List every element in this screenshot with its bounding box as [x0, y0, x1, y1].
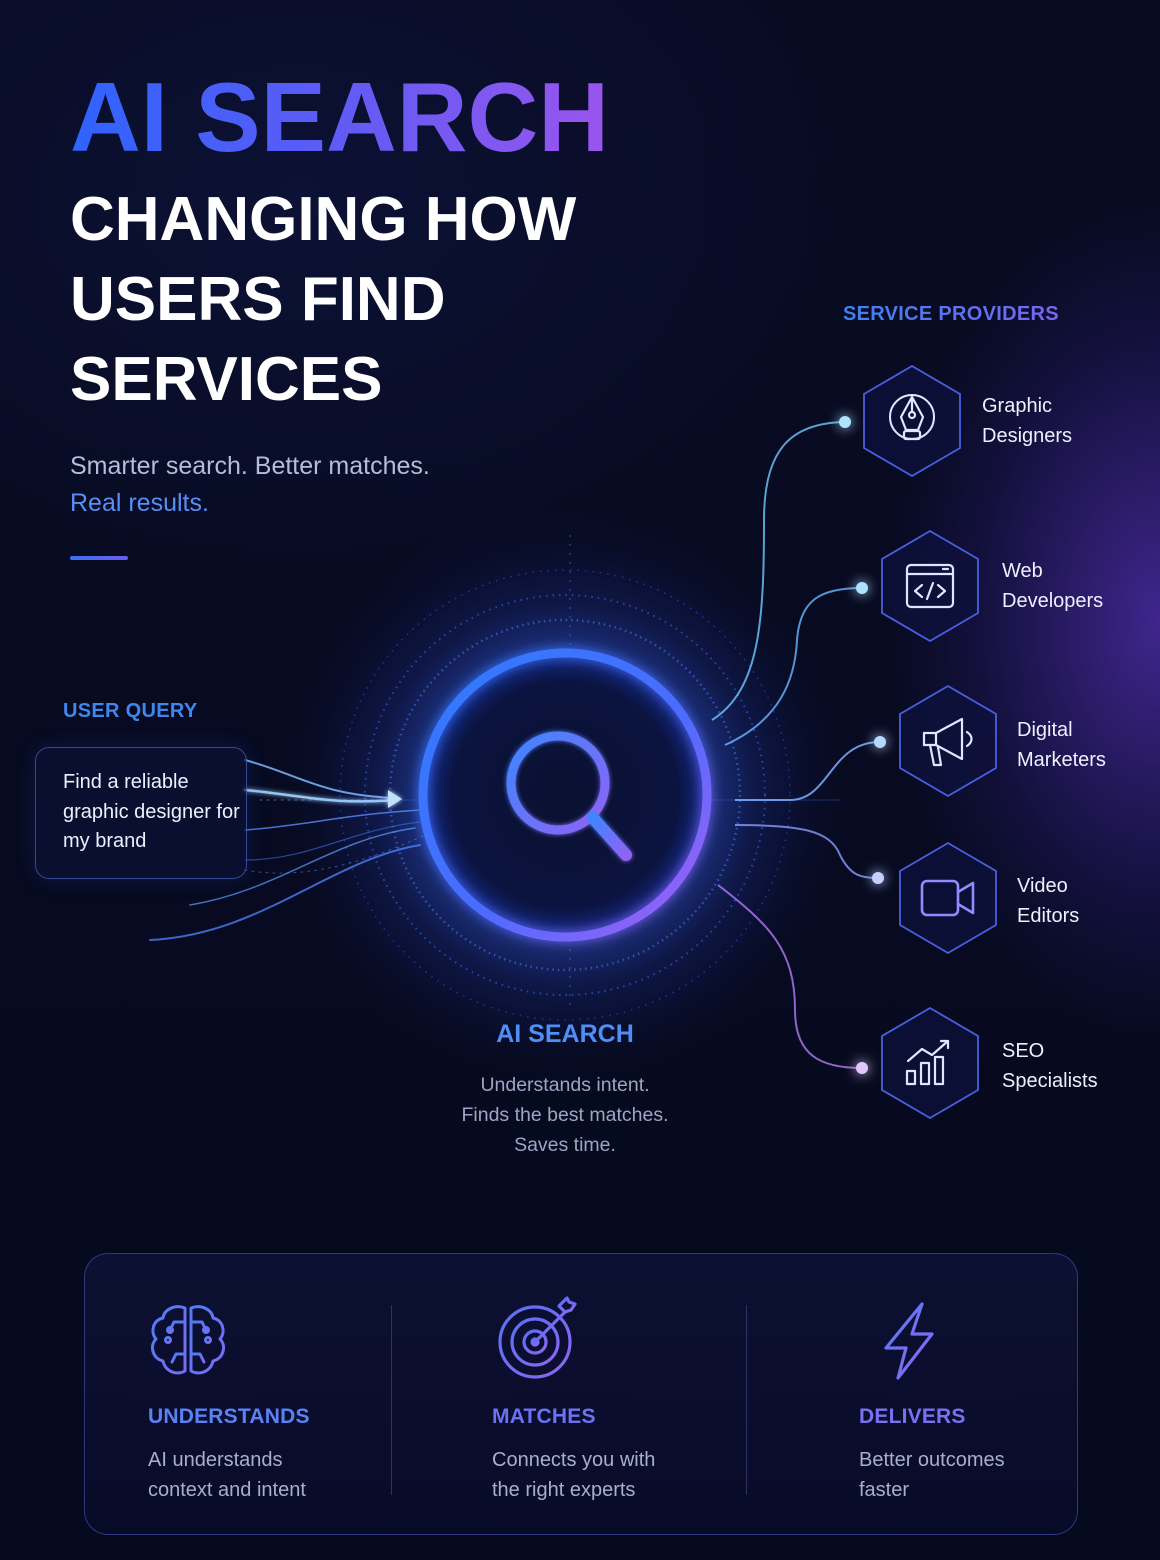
- query-streams: [149, 759, 426, 941]
- provider-name-line: SEO: [1002, 1040, 1045, 1062]
- ai-search-description: Understands intent. Finds the best match…: [400, 1070, 730, 1160]
- target-icon: [498, 1296, 577, 1379]
- dotted-ring-mid: [364, 594, 766, 996]
- hero-subtitle-line: SERVICES: [70, 345, 383, 414]
- provider-web-developers: Web Developers: [1002, 557, 1103, 616]
- node-dot: [839, 416, 851, 428]
- hero-subtitle: CHANGING HOW USERS FIND SERVICES: [70, 180, 576, 420]
- hero-title: AI SEARCH: [70, 62, 610, 172]
- dotted-ring-inner: [388, 618, 742, 972]
- feature-desc-line: AI understands: [148, 1449, 283, 1471]
- feature-desc-line: Better outcomes: [859, 1449, 1005, 1471]
- user-query-box: [35, 747, 247, 879]
- hexagon-video-editors: [899, 841, 997, 955]
- query-stream-line: [244, 809, 421, 831]
- pen-tool-icon: [889, 394, 935, 441]
- video-camera-icon: [920, 879, 975, 917]
- tagline-accent-line: Real results.: [70, 489, 209, 517]
- query-stream-dots: [244, 834, 426, 874]
- hexagon-web-developers: [881, 529, 979, 643]
- provider-video-editors: Video Editors: [1017, 872, 1079, 931]
- query-stream-line: [189, 827, 416, 906]
- tagline: Smarter search. Better matches. Real res…: [70, 448, 430, 522]
- hero-subtitle-line: CHANGING HOW: [70, 185, 577, 254]
- connection-nodes: [839, 416, 886, 1074]
- accent-divider: [70, 556, 128, 560]
- feature-divider: [391, 1305, 392, 1495]
- arrow-icon: [388, 790, 402, 808]
- growth-chart-icon: [905, 1039, 950, 1086]
- node-dot: [856, 1062, 868, 1074]
- provider-name-line: Specialists: [1002, 1069, 1098, 1092]
- feature-divider: [746, 1305, 747, 1495]
- connection-line-seo: [717, 884, 863, 1069]
- provider-name-line: Web: [1002, 560, 1043, 582]
- node-dot: [874, 736, 886, 748]
- query-stream-line: [149, 844, 421, 941]
- feature-title-delivers: DELIVERS: [859, 1405, 966, 1428]
- feature-desc-line: Connects you with: [492, 1449, 656, 1471]
- hero-subtitle-line: USERS FIND: [70, 265, 446, 334]
- magnifier-icon: [506, 731, 632, 861]
- feature-title-understands: UNDERSTANDS: [148, 1405, 310, 1428]
- brain-icon: [151, 1305, 225, 1375]
- dotted-ring-outer: [339, 569, 791, 1021]
- provider-name-line: Digital: [1017, 719, 1073, 741]
- ai-search-desc-line: Finds the best matches.: [461, 1104, 669, 1126]
- query-stream-line: [244, 821, 421, 861]
- features-panel: [84, 1253, 1078, 1535]
- query-stream-line: [243, 788, 397, 803]
- search-ring: [418, 648, 712, 942]
- tagline-line: Smarter search. Better matches.: [70, 452, 430, 480]
- query-stream-line: [244, 759, 396, 799]
- connection-line-graphic: [711, 421, 846, 721]
- provider-name-line: Developers: [1002, 589, 1104, 612]
- provider-name-line: Editors: [1017, 904, 1080, 927]
- code-window-icon: [905, 563, 955, 609]
- search-core: [423, 653, 707, 937]
- feature-desc-line: faster: [859, 1478, 910, 1501]
- hexagon-graphic-designers: [863, 364, 961, 478]
- feature-title-matches: MATCHES: [492, 1405, 596, 1428]
- service-providers-label: SERVICE PROVIDERS: [843, 303, 1059, 325]
- feature-desc-delivers: Better outcomes faster: [859, 1446, 1005, 1505]
- feature-desc-line: context and intent: [148, 1478, 306, 1501]
- feature-desc-line: the right experts: [492, 1478, 636, 1501]
- lightning-icon: [884, 1302, 934, 1380]
- feature-desc-understands: AI understands context and intent: [148, 1446, 306, 1505]
- node-dot: [856, 582, 868, 594]
- ai-search-desc-line: Understands intent.: [480, 1074, 650, 1096]
- user-query-text: Find a reliable graphic designer for my …: [63, 771, 240, 852]
- node-dot: [872, 872, 884, 884]
- hexagon-digital-marketers: [899, 684, 997, 798]
- connection-line-marketing: [735, 741, 881, 801]
- provider-digital-marketers: Digital Marketers: [1017, 716, 1106, 775]
- megaphone-icon: [922, 717, 973, 767]
- connection-line-web: [724, 587, 863, 746]
- ai-search-desc-line: Saves time.: [514, 1134, 616, 1156]
- provider-name-line: Video: [1017, 875, 1068, 897]
- user-query-label: USER QUERY: [63, 700, 198, 722]
- provider-connections: [711, 421, 881, 1069]
- feature-desc-matches: Connects you with the right experts: [492, 1446, 655, 1505]
- provider-name-line: Graphic: [982, 395, 1053, 417]
- ai-search-label: AI SEARCH: [496, 1020, 634, 1048]
- provider-name-line: Marketers: [1017, 748, 1106, 771]
- connection-line-video: [734, 824, 879, 879]
- provider-graphic-designers: Graphic Designers: [982, 392, 1072, 451]
- provider-seo-specialists: SEO Specialists: [1002, 1037, 1098, 1096]
- provider-name-line: Designers: [982, 424, 1073, 447]
